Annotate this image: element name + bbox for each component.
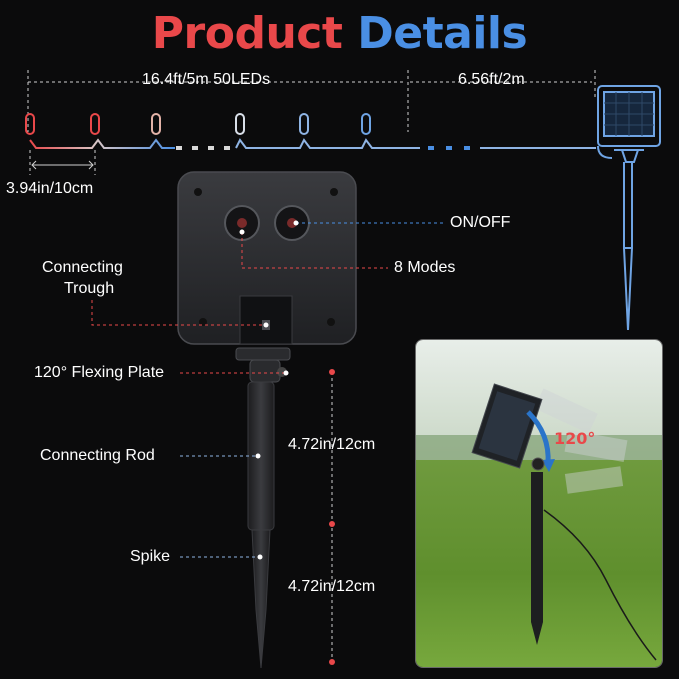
led-wire-blue <box>235 138 420 149</box>
dimension-stake <box>329 369 335 665</box>
callout-dots <box>239 220 299 560</box>
led-bulb <box>25 113 371 135</box>
lifestyle-photo: 120° <box>415 339 663 668</box>
label-led-spacing: 3.94in/10cm <box>6 180 94 197</box>
connecting-rod <box>247 381 275 531</box>
rotating-panel-ghosts <box>534 388 628 494</box>
label-lead-wire: 6.56ft/2m <box>458 71 525 88</box>
photo-stake <box>531 472 543 622</box>
label-trough-line1: Connecting <box>42 259 123 276</box>
power-button <box>224 205 260 241</box>
solar-panel-grid <box>604 92 654 136</box>
title-word-details: Details <box>357 8 528 59</box>
title-word-product: Product <box>151 8 343 59</box>
solar-panel <box>471 383 543 469</box>
dimension-led-spacing <box>29 150 96 175</box>
page-title: Product Details <box>0 8 679 59</box>
led-wire <box>29 138 175 149</box>
lawn-scene: 120° <box>416 340 662 667</box>
label-trough-line2: Trough <box>64 280 115 297</box>
control-box <box>177 171 357 345</box>
photo-angle-label: 120° <box>554 429 595 448</box>
led-wire-ellipsis <box>176 146 230 150</box>
label-stake-lower: 4.72in/12cm <box>288 578 376 595</box>
label-flexing-plate: 120° Flexing Plate <box>34 364 165 381</box>
label-stake-upper: 4.72in/12cm <box>288 436 376 453</box>
label-string-length: 16.4ft/5m 50LEDs <box>142 71 271 88</box>
spike <box>251 529 271 669</box>
label-on-off: ON/OFF <box>450 214 511 231</box>
dimension-lead-wire <box>410 70 596 100</box>
dimension-string-length <box>27 70 409 132</box>
label-spike: Spike <box>130 548 171 565</box>
callout-leader-lines <box>91 222 444 558</box>
photo-cable <box>543 509 657 661</box>
led-wire-ellipsis-blue <box>428 146 470 150</box>
rotation-arrow-icon <box>526 410 551 465</box>
label-modes: 8 Modes <box>394 259 456 276</box>
label-connecting-rod: Connecting Rod <box>40 447 155 464</box>
flexing-plate <box>235 347 291 383</box>
